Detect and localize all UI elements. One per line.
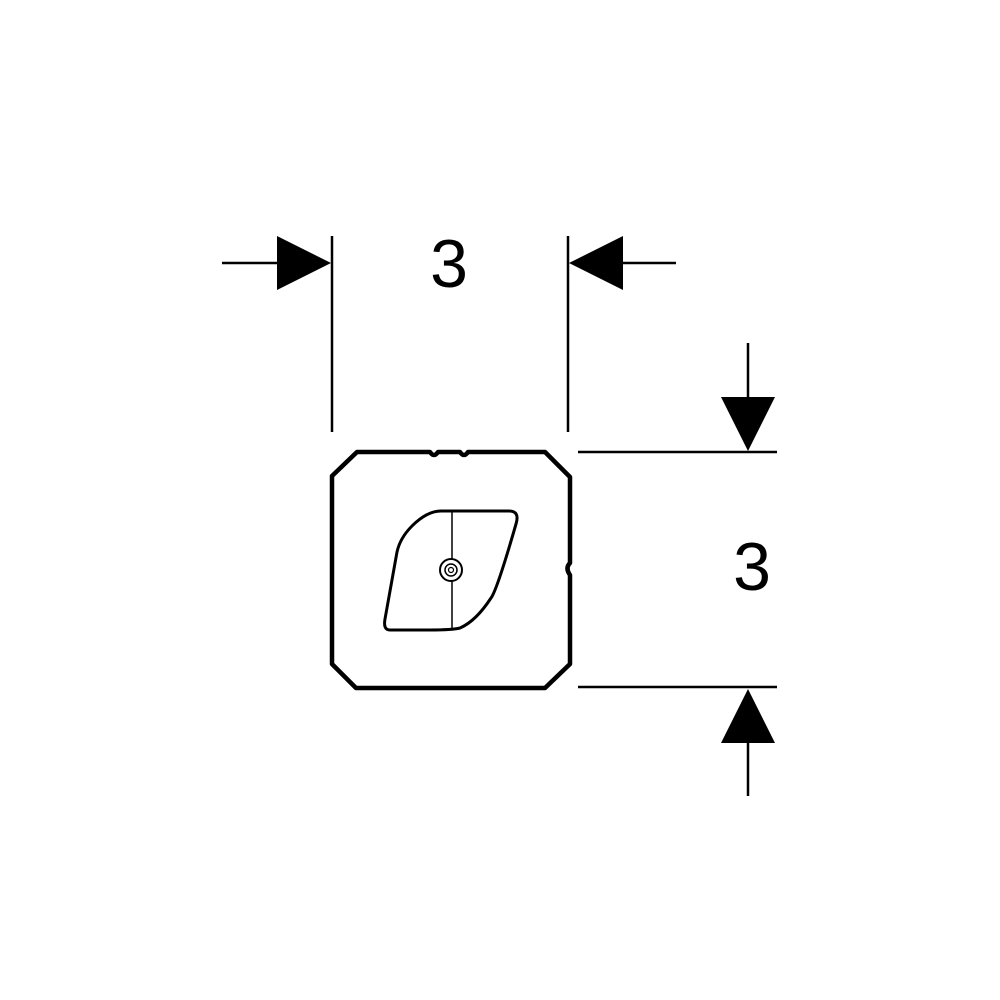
width-arrow-left <box>277 236 331 290</box>
cover-plate <box>329 449 573 691</box>
center-sensor-middle <box>444 563 458 577</box>
height-arrow-bottom <box>721 689 775 743</box>
inner-opening <box>383 509 519 632</box>
height-dimension: 3 <box>578 343 777 796</box>
center-sensor-outer <box>439 558 463 582</box>
height-dimension-label: 3 <box>733 529 771 605</box>
cover-plate-outline <box>329 449 573 691</box>
center-sensor-inner <box>447 566 455 574</box>
width-dimension-label: 3 <box>430 226 468 302</box>
height-arrow-top <box>721 397 775 451</box>
width-dimension: 3 <box>222 226 676 432</box>
width-arrow-right <box>569 236 623 290</box>
